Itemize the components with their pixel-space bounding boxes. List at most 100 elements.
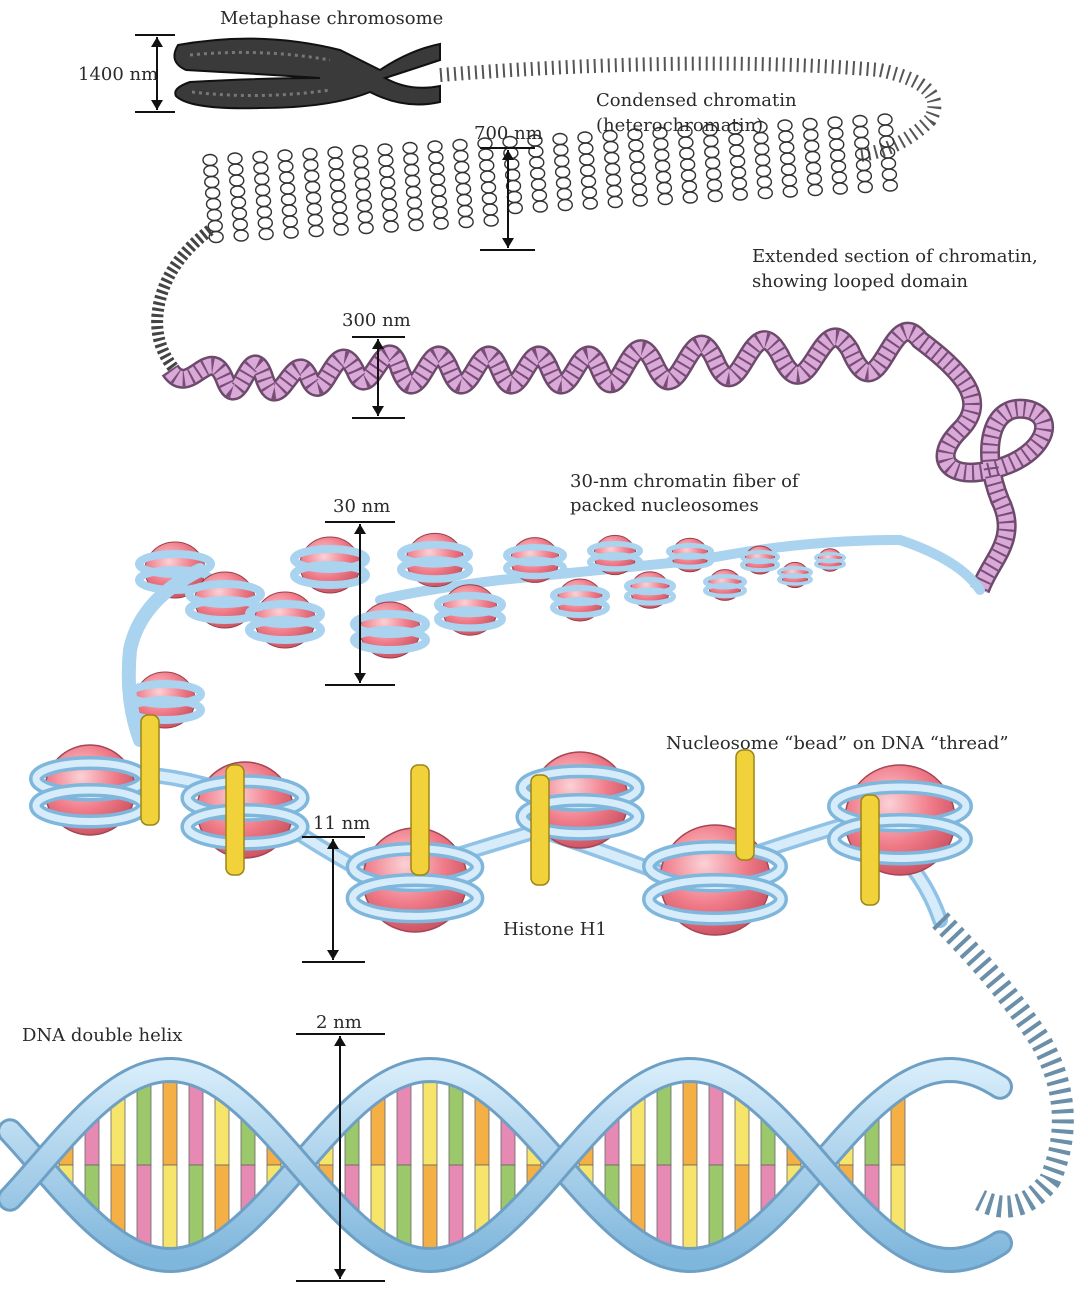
condensed-coil bbox=[354, 157, 368, 168]
condensed-coil bbox=[808, 185, 822, 196]
histone-h1-linker bbox=[141, 715, 159, 825]
condensed-coil bbox=[259, 229, 273, 240]
condensed-coil bbox=[783, 186, 797, 197]
label-condensed-line1: Condensed chromatin bbox=[596, 90, 797, 111]
condensed-coil bbox=[681, 159, 695, 170]
label-extended-line1: Extended section of chromatin, bbox=[752, 246, 1038, 267]
label-nucleosome: Nucleosome “bead” on DNA “thread” bbox=[666, 733, 1009, 754]
condensed-coil bbox=[228, 153, 242, 164]
condensed-coil bbox=[583, 198, 597, 209]
condensed-coil bbox=[255, 174, 269, 185]
condensed-coil bbox=[455, 162, 469, 173]
condensed-coil bbox=[803, 119, 817, 130]
condensed-coil bbox=[231, 186, 245, 197]
condensed-coil bbox=[258, 218, 272, 229]
condensed-coil bbox=[853, 116, 867, 127]
condensed-coil bbox=[232, 197, 246, 208]
condensed-coil bbox=[359, 223, 373, 234]
condensed-coil bbox=[329, 158, 343, 169]
condensed-coil bbox=[482, 182, 496, 193]
condensed-coil bbox=[403, 143, 417, 154]
condensed-coil bbox=[657, 172, 671, 183]
condensed-coil bbox=[484, 215, 498, 226]
condensed-coil bbox=[307, 204, 321, 215]
condensed-coil bbox=[805, 141, 819, 152]
condensed-coil bbox=[706, 158, 720, 169]
condensed-coil bbox=[382, 188, 396, 199]
label-fiber-line2: packed nucleosomes bbox=[570, 495, 759, 516]
condensed-coil bbox=[778, 120, 792, 131]
condensed-coil bbox=[756, 155, 770, 166]
condensed-coil bbox=[257, 207, 271, 218]
condensed-coil bbox=[428, 141, 442, 152]
condensed-coil bbox=[858, 182, 872, 193]
condensed-coil bbox=[330, 169, 344, 180]
dna-base-pair-half bbox=[423, 1070, 437, 1165]
condensed-coil bbox=[557, 178, 571, 189]
condensed-coil bbox=[629, 140, 643, 151]
condensed-coil bbox=[780, 142, 794, 153]
condensed-coil bbox=[479, 149, 493, 160]
condensed-coil bbox=[507, 192, 521, 203]
condensed-coil bbox=[355, 168, 369, 179]
condensed-coil bbox=[203, 155, 217, 166]
condensed-coil bbox=[458, 206, 472, 217]
condensed-coil bbox=[831, 150, 845, 161]
condensed-coil bbox=[708, 191, 722, 202]
condensed-coil bbox=[204, 166, 218, 177]
condensed-coil bbox=[654, 139, 668, 150]
condensed-coil bbox=[608, 197, 622, 208]
condensed-coil bbox=[607, 186, 621, 197]
condensed-coil bbox=[855, 138, 869, 149]
condensed-coil bbox=[682, 181, 696, 192]
condensed-coil bbox=[331, 180, 345, 191]
condensed-coil bbox=[832, 172, 846, 183]
condensed-coil bbox=[358, 212, 372, 223]
condensed-coil bbox=[207, 199, 221, 210]
condensed-coil bbox=[206, 188, 220, 199]
condensed-coil bbox=[429, 152, 443, 163]
condensed-coil bbox=[254, 163, 268, 174]
condensed-coil bbox=[632, 173, 646, 184]
condensed-coil bbox=[431, 174, 445, 185]
scale-bar-700nm bbox=[480, 148, 535, 250]
condensed-coil bbox=[580, 154, 594, 165]
condensed-coil bbox=[234, 230, 248, 241]
histone-h1-linker bbox=[411, 765, 429, 875]
label-histone-h1: Histone H1 bbox=[503, 919, 607, 940]
condensed-coil bbox=[828, 117, 842, 128]
condensed-coil bbox=[282, 194, 296, 205]
condensed-coil bbox=[459, 217, 473, 228]
condensed-coil bbox=[333, 213, 347, 224]
condensed-coil bbox=[383, 210, 397, 221]
condensed-coil bbox=[556, 167, 570, 178]
condensed-coil bbox=[833, 183, 847, 194]
condensed-coil bbox=[806, 152, 820, 163]
condensed-coil bbox=[308, 215, 322, 226]
condensed-coil bbox=[303, 149, 317, 160]
scale-label-11nm: 11 nm bbox=[313, 813, 370, 834]
condensed-coil bbox=[328, 147, 342, 158]
dna-base-pair-half bbox=[683, 1070, 697, 1165]
condensed-coil bbox=[381, 177, 395, 188]
condensed-coil bbox=[782, 175, 796, 186]
scale-label-700nm: 700 nm bbox=[474, 123, 543, 144]
condensed-coil bbox=[757, 177, 771, 188]
scale-label-1400nm: 1400 nm bbox=[78, 64, 158, 85]
condensed-coil bbox=[282, 205, 296, 216]
condensed-coil bbox=[733, 189, 747, 200]
condensed-coil bbox=[604, 142, 618, 153]
condensed-coil bbox=[704, 136, 718, 147]
condensed-coil bbox=[707, 169, 721, 180]
label-fiber-line1: 30-nm chromatin fiber of bbox=[570, 471, 800, 492]
condensed-coil bbox=[557, 189, 571, 200]
condensed-coil bbox=[531, 168, 545, 179]
condensed-coil bbox=[432, 196, 446, 207]
condensed-coil bbox=[332, 191, 346, 202]
condensed-coil bbox=[829, 128, 843, 139]
condensed-coil bbox=[656, 161, 670, 172]
histone-h1-linker bbox=[736, 750, 754, 860]
condensed-coil bbox=[857, 171, 871, 182]
condensed-coil bbox=[304, 160, 318, 171]
